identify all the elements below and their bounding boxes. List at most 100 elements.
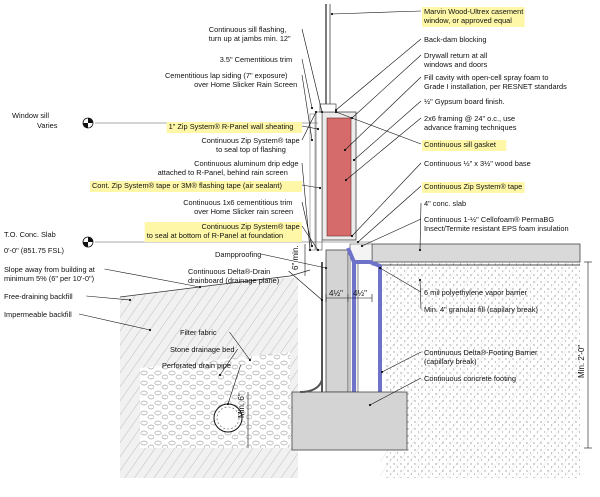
callout-highlight xyxy=(422,182,525,193)
callout-text: Continuous Zip System® tape xyxy=(201,136,299,145)
leader-dot xyxy=(198,285,202,289)
concrete-slab xyxy=(371,243,581,263)
leader-dot xyxy=(330,12,334,16)
callout-filter-fabric: Filter fabric xyxy=(180,328,252,362)
leader-line xyxy=(229,331,251,361)
leader-dot xyxy=(314,110,318,114)
callout-text: advance framing techniques xyxy=(424,123,517,132)
callout-text: turn up at jambs min. 12" xyxy=(209,34,291,43)
leader-line xyxy=(369,377,422,406)
leader-dot xyxy=(356,240,360,244)
callout-text: attached to R-Panel, behind rain screen xyxy=(158,168,288,177)
leader-dot xyxy=(350,234,354,238)
callout-text: drainboard (drainage plane) xyxy=(188,276,279,285)
callout-text: to seal top of flashing xyxy=(216,145,286,154)
callout-text: ½" Gypsum board finish. xyxy=(424,97,505,106)
leader-dot xyxy=(334,110,338,114)
callout-text: Insect/Termite resistant EPS foam insula… xyxy=(424,224,569,233)
leader-dot xyxy=(334,108,338,112)
callout-dampproofing: Dampproofing xyxy=(215,250,328,270)
callout-text: Continuous concrete footing xyxy=(424,374,516,383)
callout-sill-flashing: Continuous sill flashing,turn up at jamb… xyxy=(209,25,324,114)
callout-text: (capillary break) xyxy=(424,357,477,366)
leader-dot xyxy=(318,186,322,190)
callout-fill-cavity: Fill cavity with open-cell spray foam to… xyxy=(343,73,567,152)
leader-line xyxy=(419,202,422,251)
leader-line xyxy=(351,162,422,237)
callout-conc-slab: 4" conc. slab xyxy=(418,199,466,252)
callout-text: over Home Slicker rain screen xyxy=(194,207,293,216)
callout-gypsum: ½" Gypsum board finish. xyxy=(352,97,505,162)
callout-text: Continuous Zip System® tape xyxy=(424,182,522,191)
slab-title: T.O. Conc. Slab xyxy=(4,230,56,239)
dimensions: 6" min. 4½" 4½" Min. 6" Min. 2'-0" xyxy=(237,244,592,449)
leader-line xyxy=(335,38,422,111)
leader-line xyxy=(345,117,422,181)
callout-cellofoam: Continuous 1-½" Cellofoam® PermaBGInsect… xyxy=(360,215,569,248)
leader-line xyxy=(288,270,323,301)
callout-text: windows and doors xyxy=(423,60,488,69)
callout-vapor-barrier: 6 mil polyethylene vapor barrier xyxy=(378,266,528,297)
callout-text: 4" conc. slab xyxy=(424,199,466,208)
callout-stone-bed: Stone drainage bed xyxy=(170,345,238,377)
callout-footing-barrier: Continuous Delta®-Footing Barrier(capill… xyxy=(380,348,538,374)
callout-text: Filter fabric xyxy=(180,328,217,337)
leader-dot xyxy=(320,298,324,302)
leader-dot xyxy=(310,138,314,142)
callout-backfill-imperm: Impermeable backfill xyxy=(4,310,152,332)
callout-zip-tape-right: Continuous Zip System® tape xyxy=(356,182,525,244)
leader-line xyxy=(219,348,238,376)
dim-six-min: 6" min. xyxy=(291,245,300,270)
callout-highlight xyxy=(166,122,302,133)
dim-four-half-right: 4½" xyxy=(353,289,367,298)
footing-barrier xyxy=(346,247,382,392)
leader-line xyxy=(301,225,319,251)
leader-line xyxy=(227,364,241,405)
callout-text: Drywall return at all xyxy=(424,51,488,60)
concrete-footing xyxy=(291,391,408,451)
callout-air-sealant: Cont. Zip System® tape or 3M® flashing t… xyxy=(89,181,322,192)
callout-text: Impermeable backfill xyxy=(4,310,72,319)
leader-line xyxy=(344,76,422,151)
callout-highlight xyxy=(422,7,525,27)
callout-text: Continuous Zip System® tape xyxy=(201,222,299,231)
callout-backdam: Back-dam blocking xyxy=(334,35,486,112)
callout-text: minimum 5% (6" per 10'-0") xyxy=(4,274,94,283)
leader-dot xyxy=(378,266,382,270)
leader-dot xyxy=(308,248,312,252)
callout-text: 1" Zip System® R-Panel wall sheating xyxy=(169,122,294,131)
callout-drain-pipe: Perforated drain pipe xyxy=(162,361,241,406)
dim-four-half-left: 4½" xyxy=(329,289,343,298)
callout-text: Cementitious lap siding (7" exposure) xyxy=(165,71,288,80)
callout-text: Continuous aluminum drip edge xyxy=(194,159,298,168)
leader-line xyxy=(78,313,151,331)
leader-line xyxy=(301,28,323,113)
callout-lap-siding: Cementitious lap siding (7" exposure)ove… xyxy=(165,71,314,142)
leader-line xyxy=(379,267,422,293)
leader-line xyxy=(301,184,321,189)
callout-text: Free-draining backfill xyxy=(4,292,73,301)
callout-concrete-footing: Continuous concrete footing xyxy=(368,374,516,407)
leader-line xyxy=(331,10,422,15)
foundation-wall xyxy=(325,249,349,393)
callout-highlight xyxy=(422,140,507,151)
callout-text: Continuous Delta®-Drain xyxy=(188,267,270,276)
leader-line xyxy=(419,279,422,310)
leader-line xyxy=(351,54,422,119)
leader-line xyxy=(104,268,201,288)
leader-dot xyxy=(344,178,348,182)
slab-value: 0'-0" (851.75 FSL) xyxy=(4,246,64,255)
leader-line xyxy=(301,111,317,141)
leader-dot xyxy=(418,248,422,252)
leader-line xyxy=(260,253,327,269)
callout-wood-base: Continuous ½" x 3½" wood base xyxy=(350,159,531,238)
callout-text: Fill cavity with open-cell spray foam to xyxy=(424,73,548,82)
callout-backfill-free: Free-draining backfill xyxy=(4,292,132,302)
leader-dot xyxy=(324,266,328,270)
callout-text: window, or approved equal xyxy=(423,16,512,25)
leader-line xyxy=(86,295,131,301)
dim-min-two-ft: Min. 2'-0" xyxy=(577,345,586,378)
